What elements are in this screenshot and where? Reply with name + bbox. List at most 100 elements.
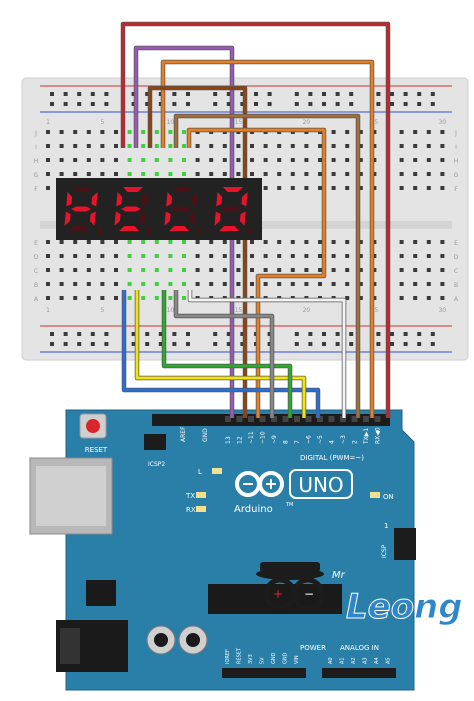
digit-4 bbox=[214, 187, 253, 234]
breadboard-hole bbox=[277, 282, 282, 286]
segment-g bbox=[171, 206, 191, 212]
breadboard-hole bbox=[86, 296, 91, 300]
breadboard-hole bbox=[59, 172, 64, 176]
breadboard-hole bbox=[182, 268, 186, 272]
rail-hole bbox=[308, 92, 313, 96]
breadboard-hole bbox=[440, 186, 445, 190]
rail-hole bbox=[267, 342, 272, 346]
rail-hole bbox=[172, 92, 177, 96]
breadboard-hole bbox=[86, 240, 91, 244]
breadboard-hole bbox=[114, 254, 118, 258]
breadboard-hole bbox=[141, 254, 146, 258]
breadboard-hole bbox=[440, 282, 445, 286]
breadboard-hole bbox=[413, 172, 418, 176]
breadboard-hole bbox=[100, 158, 105, 162]
rail-hole bbox=[213, 102, 218, 106]
breadboard-hole bbox=[372, 268, 377, 272]
breadboard-hole bbox=[277, 186, 282, 190]
display-digits bbox=[64, 187, 253, 234]
rail-hole bbox=[403, 332, 408, 336]
breadboard-hole bbox=[73, 268, 78, 272]
breadboard-hole bbox=[141, 144, 146, 148]
column-number-bottom: 25 bbox=[371, 307, 379, 314]
segment-a bbox=[223, 187, 243, 192]
rail-hole bbox=[417, 342, 422, 346]
breadboard-hole bbox=[413, 282, 418, 286]
breadboard-hole bbox=[250, 240, 254, 244]
segment-e bbox=[64, 211, 71, 226]
rail-hole bbox=[172, 332, 177, 336]
arduino-logo bbox=[235, 471, 284, 497]
breadboard-hole bbox=[399, 268, 404, 272]
breadboard-hole bbox=[426, 282, 431, 286]
breadboard-hole bbox=[209, 172, 214, 176]
breadboard-hole bbox=[399, 254, 404, 258]
rail-hole bbox=[403, 102, 408, 106]
rail-hole bbox=[172, 102, 177, 106]
decimal-point bbox=[147, 228, 153, 234]
breadboard-hole bbox=[277, 268, 282, 272]
segment-e bbox=[164, 211, 171, 226]
icsp2-label: ICSP2 bbox=[148, 461, 165, 468]
breadboard-hole bbox=[154, 296, 159, 300]
segment-g bbox=[221, 206, 241, 212]
rail-hole bbox=[376, 102, 381, 106]
rail-hole bbox=[403, 92, 408, 96]
digital-pin-label: ~11 bbox=[248, 431, 255, 444]
rail-hole bbox=[131, 92, 136, 96]
breadboard-hole bbox=[413, 268, 418, 272]
rail-hole bbox=[349, 342, 354, 346]
breadboard-hole bbox=[372, 254, 377, 258]
breadboard-hole bbox=[127, 254, 132, 258]
column-number-top: 10 bbox=[167, 119, 175, 126]
l-led-label: L bbox=[198, 468, 202, 476]
breadboard-hole bbox=[222, 268, 227, 272]
tm-label: TM bbox=[285, 502, 293, 508]
power-label: POWER bbox=[300, 644, 326, 652]
rail-hole bbox=[77, 92, 82, 96]
rail-hole bbox=[376, 332, 381, 336]
breadboard-hole bbox=[413, 130, 418, 134]
row-letter-right: F bbox=[454, 186, 458, 193]
rail-hole bbox=[63, 102, 68, 106]
analog-pin-label: A3 bbox=[363, 657, 369, 664]
breadboard-hole bbox=[250, 144, 254, 148]
rx-led-label: RX bbox=[186, 506, 196, 514]
breadboard-hole bbox=[154, 240, 159, 244]
breadboard-hole bbox=[209, 240, 214, 244]
segment-b bbox=[191, 192, 198, 207]
rail-hole bbox=[240, 92, 245, 96]
digital-pin-socket bbox=[328, 416, 335, 422]
breadboard-hole bbox=[440, 144, 445, 148]
breadboard-hole bbox=[318, 186, 322, 190]
breadboard-hole bbox=[440, 172, 445, 176]
digital-pin-label: 4 bbox=[329, 440, 336, 444]
column-number-top: 15 bbox=[235, 119, 243, 126]
breadboard-hole bbox=[154, 130, 159, 134]
breadboard-hole bbox=[345, 296, 350, 300]
breadboard-hole bbox=[304, 240, 309, 244]
power-pin-label: 5V bbox=[260, 657, 266, 664]
decimal-point bbox=[247, 228, 253, 234]
wire-blue bbox=[122, 290, 320, 418]
wire-yellow bbox=[135, 290, 306, 418]
breadboard-hole bbox=[426, 158, 431, 162]
breadboard-hole bbox=[46, 144, 50, 148]
rail-hole bbox=[63, 332, 68, 336]
breadboard-hole bbox=[168, 254, 173, 258]
rail-hole bbox=[376, 342, 381, 346]
row-letter-right: C bbox=[454, 268, 458, 275]
rail-hole bbox=[322, 102, 326, 106]
breadboard-hole bbox=[73, 254, 78, 258]
analog-pin-label: A5 bbox=[386, 657, 392, 664]
decimal-point bbox=[97, 228, 103, 234]
breadboard-hole bbox=[290, 186, 295, 190]
breadboard-hole bbox=[372, 158, 377, 162]
digital-pin-label: 2 bbox=[352, 440, 359, 444]
icsp-header bbox=[394, 528, 416, 560]
power-pin-label: RESET bbox=[237, 647, 243, 664]
row-letter-right: A bbox=[454, 296, 459, 303]
breadboard-hole bbox=[399, 296, 404, 300]
